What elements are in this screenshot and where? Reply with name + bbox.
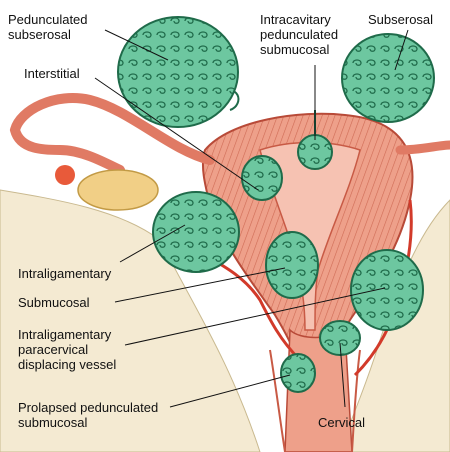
label-interstitial: Interstitial (24, 66, 80, 81)
label-intraligamentary: Intraligamentary (18, 266, 112, 281)
fallopian-tube-left (9, 93, 215, 175)
fimbria (55, 165, 75, 185)
vaginal-wall (269, 349, 361, 452)
label-submucosal: Submucosal (18, 295, 90, 310)
fibroid-intraligamentary (152, 191, 240, 273)
label-prolapsed: Prolapsed pedunculated submucosal (18, 400, 159, 430)
label-subserosal: Subserosal (368, 12, 434, 27)
fibroid-intraligamentary-paracervical (350, 249, 424, 331)
fibroid-subserosal (341, 33, 435, 123)
fibroid-pedunculated-subserosal (117, 16, 240, 128)
label-intraligamentary-paracervical: Intraligamentary paracervical displacing… (18, 327, 117, 372)
fibroid-submucosal (265, 231, 319, 299)
ovary (77, 169, 159, 211)
label-intracavitary: Intracavitary pedunculated submucosal (260, 12, 339, 57)
leader-lines (94, 29, 409, 408)
fibroid-interstitial (241, 155, 283, 201)
fibroid-prolapsed (280, 353, 316, 393)
label-pedunculated-subserosal: Pedunculated subserosal (8, 12, 88, 42)
fallopian-tube-right (395, 140, 450, 155)
label-cervical: Cervical (318, 415, 365, 430)
fibroid-cervical (319, 320, 361, 356)
